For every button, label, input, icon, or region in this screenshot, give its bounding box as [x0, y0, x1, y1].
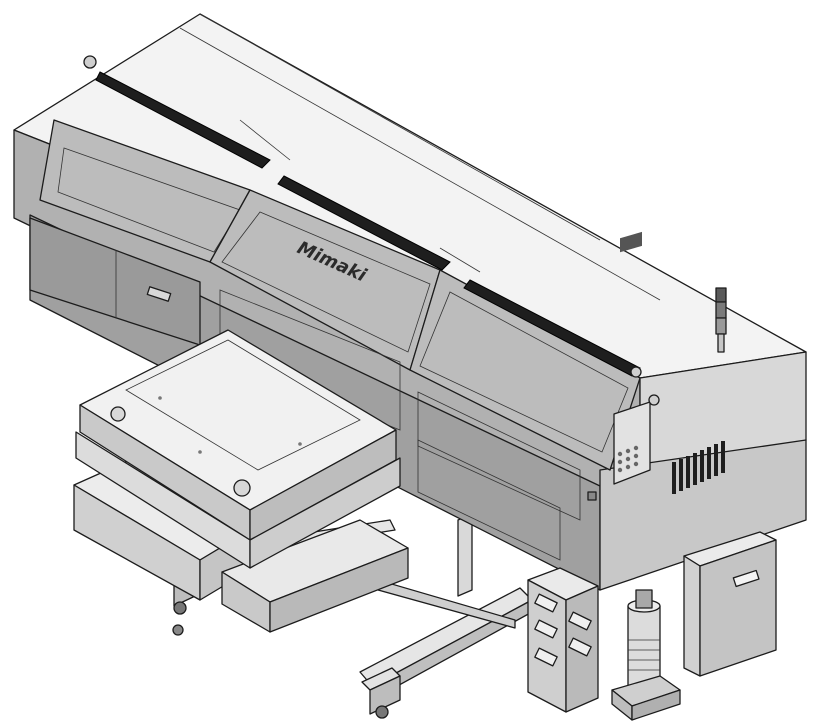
- vent-grille: [672, 441, 725, 494]
- vent-slot: [95, 71, 271, 169]
- door-handle: [732, 569, 760, 588]
- caster-wheel-icon: [375, 705, 389, 719]
- control-buttons: [617, 445, 639, 473]
- table-pin-icon: [233, 479, 251, 497]
- vent-slot: [277, 175, 451, 271]
- screw-icon: [630, 366, 642, 378]
- door-handle: [146, 286, 172, 302]
- screw-icon: [83, 55, 97, 69]
- power-switch-icon: [587, 491, 597, 501]
- side-cabinet: [683, 531, 777, 677]
- ink-cabinet: [527, 567, 599, 713]
- control-panel: [613, 401, 651, 485]
- flatbed-table: [75, 329, 401, 569]
- table-pin-icon: [110, 406, 126, 422]
- caster-wheel-icon: [173, 601, 187, 615]
- lcd-display: [620, 231, 642, 253]
- vent-slot: [463, 279, 641, 377]
- leveler-foot-icon: [172, 624, 184, 636]
- signal-light-tower: [715, 287, 727, 353]
- screw-icon: [648, 394, 660, 406]
- printer-main-body: Mimaki: [13, 13, 807, 591]
- ink-tank-cylinder: [611, 589, 681, 721]
